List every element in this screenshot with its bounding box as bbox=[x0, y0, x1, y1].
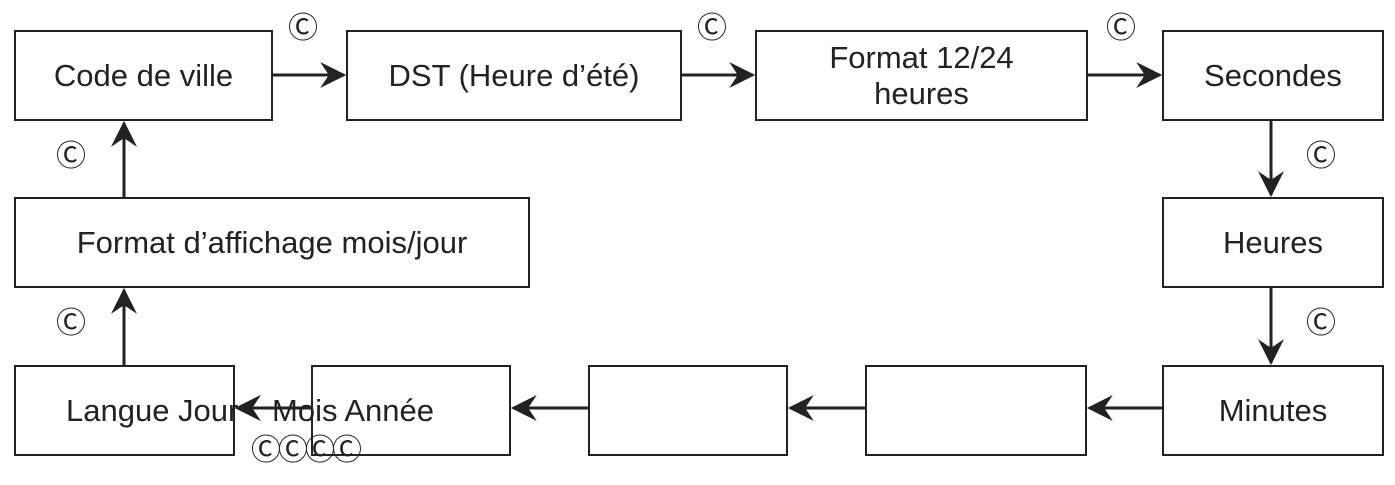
box-langue-jour bbox=[14, 365, 235, 456]
box-langue-jour-label: Langue Jour bbox=[66, 393, 239, 428]
box-secondes: Secondes bbox=[1162, 30, 1384, 121]
box-format-12-24-label: Format 12/24 heures bbox=[829, 39, 1014, 111]
c-button-symbol-6: Ⓒ bbox=[56, 306, 86, 341]
box-secondes-label: Secondes bbox=[1204, 57, 1342, 93]
c-button-symbol-3: Ⓒ bbox=[1106, 11, 1136, 46]
box-mois-annee-label: Mois Année bbox=[272, 393, 434, 428]
box-dst-label: DST (Heure d’été) bbox=[388, 57, 640, 93]
box-empty-1 bbox=[865, 365, 1087, 456]
c-button-symbol-x4: ⒸⒸⒸⒸ bbox=[251, 433, 362, 468]
c-button-symbol-4: Ⓒ bbox=[1306, 139, 1336, 174]
box-minutes: Minutes bbox=[1162, 365, 1384, 456]
box-heures: Heures bbox=[1162, 197, 1384, 288]
box-minutes-label: Minutes bbox=[1218, 392, 1328, 428]
box-dst: DST (Heure d’été) bbox=[346, 30, 682, 121]
c-button-symbol-2: Ⓒ bbox=[697, 11, 727, 46]
c-button-symbol-7: Ⓒ bbox=[56, 139, 86, 174]
box-format-affichage: Format d’affichage mois/jour bbox=[14, 197, 530, 288]
box-code-de-ville: Code de ville bbox=[14, 30, 273, 121]
box-format-affichage-label: Format d’affichage mois/jour bbox=[76, 224, 468, 260]
box-code-de-ville-label: Code de ville bbox=[53, 57, 234, 93]
box-heures-label: Heures bbox=[1223, 224, 1323, 260]
c-button-symbol-1: Ⓒ bbox=[288, 11, 318, 46]
box-format-12-24: Format 12/24 heures bbox=[755, 30, 1088, 121]
c-button-symbol-5: Ⓒ bbox=[1306, 306, 1336, 341]
box-empty-2 bbox=[588, 365, 788, 456]
box-mois-annee bbox=[311, 365, 511, 456]
